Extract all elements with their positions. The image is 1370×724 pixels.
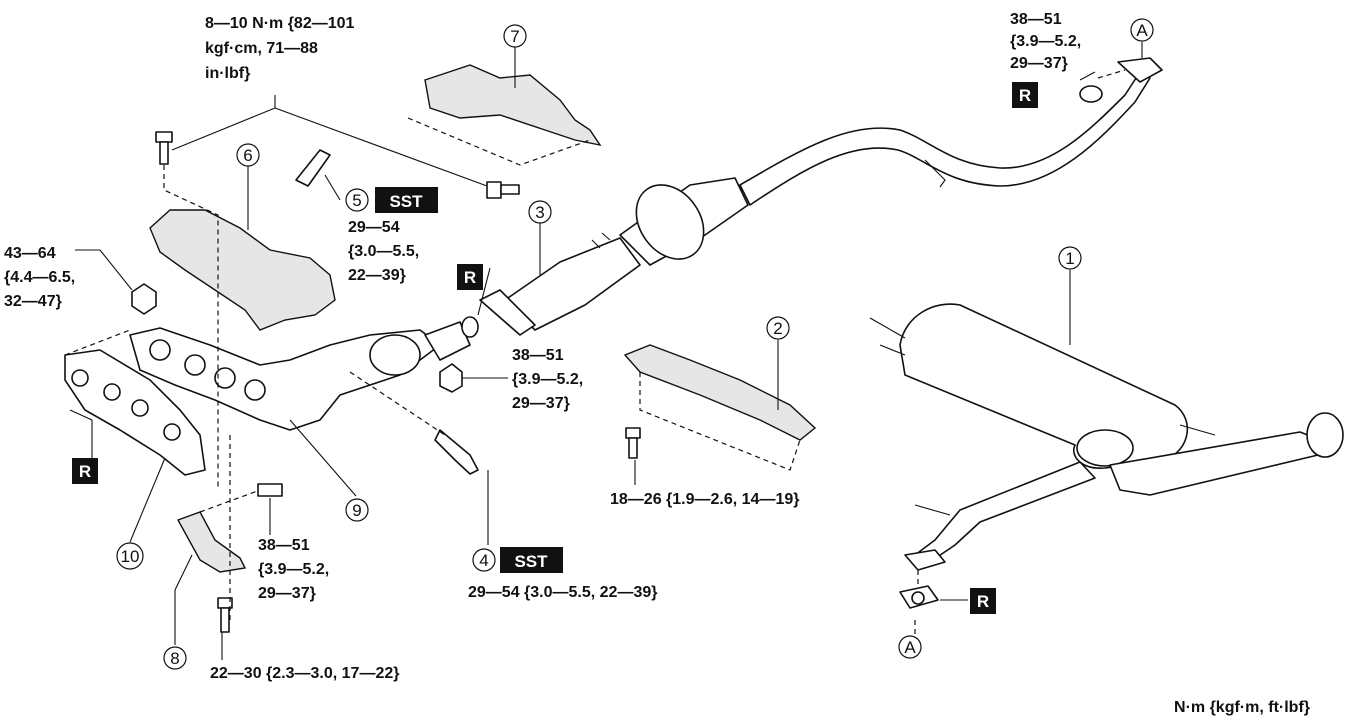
torque-line: {4.4—6.5, <box>4 269 75 286</box>
callout-number: 2 <box>773 319 782 338</box>
callout-4: 4 <box>472 548 496 572</box>
callout-a-bottom: A <box>898 635 922 659</box>
torque-line: 38—51 <box>512 347 564 364</box>
manifold-gasket <box>64 329 206 476</box>
leader-lines <box>69 28 1143 660</box>
callout-9: 9 <box>345 498 369 522</box>
callout-number: 8 <box>170 649 179 668</box>
callout-1: 1 <box>1058 246 1082 270</box>
torque-line: {3.9—5.2, <box>512 371 583 388</box>
replace-badge: R <box>970 588 996 614</box>
oxygen-sensor-icon <box>295 149 331 187</box>
torque-support-bolt-upper: 38—51 {3.9—5.2, 29—37} <box>258 537 329 602</box>
svg-text:R: R <box>977 592 989 611</box>
callout-number: 4 <box>479 551 488 570</box>
callout-number: 9 <box>352 501 361 520</box>
callout-a-top: A <box>1130 18 1154 42</box>
torque-front-flange-nut: 38—51 {3.9—5.2, 29—37} <box>512 347 583 412</box>
torque-line: {3.0—5.5, <box>348 243 419 260</box>
exhaust-manifold <box>129 321 471 431</box>
units-note: N·m {kgf·m, ft·lbf} <box>1174 699 1310 716</box>
callout-6: 6 <box>236 143 260 167</box>
bolt-icon <box>220 607 230 633</box>
bracket <box>623 344 817 471</box>
manifold-heat-insulator <box>149 209 336 331</box>
bolt-icon <box>155 131 173 143</box>
nut-icon <box>439 363 463 393</box>
torque-manifold-nut: 43—64 {4.4—6.5, 32—47} <box>4 245 75 310</box>
torque-line: 38—51 <box>1010 11 1062 28</box>
callout-number: 5 <box>352 191 361 210</box>
bolt-icon <box>500 184 520 195</box>
torque-line: 29—54 <box>348 219 400 236</box>
callout-3: 3 <box>528 200 552 224</box>
callout-10: 10 <box>116 542 144 570</box>
torque-support-bolt-lower: 22—30 {2.3—3.0, 17—22} <box>210 665 399 682</box>
replace-badge: R <box>1012 82 1038 108</box>
callout-number: 3 <box>535 203 544 222</box>
oxygen-sensor-icon <box>434 429 479 475</box>
torque-line: 43—64 <box>4 245 56 262</box>
svg-text:R: R <box>79 462 91 481</box>
torque-heat-insulator-bolts: 8—10 N·m {82—101 kgf·cm, 71—88 in·lbf} <box>205 15 355 82</box>
torque-line: 29—37} <box>512 395 570 412</box>
torque-line: {3.9—5.2, <box>258 561 329 578</box>
torque-sensor-4: 29—54 {3.0—5.5, 22—39} <box>468 584 657 601</box>
torque-line: 29—37} <box>1010 55 1068 72</box>
callout-number: 10 <box>121 547 140 566</box>
torque-sensor-5: 29—54 {3.0—5.5, 22—39} <box>348 219 419 284</box>
bolt-icon <box>159 141 169 165</box>
callout-7: 7 <box>503 24 527 48</box>
replace-badge: R <box>457 264 483 290</box>
torque-line: 38—51 <box>258 537 310 554</box>
replace-badge: R <box>72 458 98 484</box>
main-silencer <box>869 303 1344 609</box>
torque-line: {3.9—5.2, <box>1010 33 1081 50</box>
upper-heat-insulator <box>407 64 602 166</box>
torque-line: 32—47} <box>4 293 62 310</box>
sst-badge: SST <box>375 187 438 213</box>
callout-letter: A <box>1136 21 1148 40</box>
callout-letter: A <box>904 638 916 657</box>
torque-line: in·lbf} <box>205 65 250 82</box>
rear-flange <box>1079 57 1163 103</box>
callout-5: 5 <box>345 188 369 212</box>
callout-number: 6 <box>243 146 252 165</box>
sst-badge: SST <box>500 547 563 573</box>
torque-line: 29—37} <box>258 585 316 602</box>
callout-number: 7 <box>510 27 519 46</box>
torque-bracket-bolt: 18—26 {1.9—2.6, 14—19} <box>610 491 799 508</box>
fasteners <box>131 131 641 633</box>
bolt-icon <box>257 483 283 497</box>
nut-icon <box>131 283 157 315</box>
bolt-icon <box>486 181 502 199</box>
callout-number: 1 <box>1065 249 1074 268</box>
torque-line: kgf·cm, 71—88 <box>205 40 318 57</box>
callout-2: 2 <box>766 316 790 340</box>
svg-text:SST: SST <box>389 192 423 211</box>
bolt-icon <box>625 427 641 439</box>
gasket-icon <box>461 316 479 338</box>
front-pipe-with-converter <box>479 71 1151 336</box>
bolt-icon <box>628 437 638 459</box>
callout-8: 8 <box>163 646 187 670</box>
torque-line: 22—39} <box>348 267 406 284</box>
svg-text:R: R <box>1019 86 1031 105</box>
torque-line: 8—10 N·m {82—101 <box>205 15 355 32</box>
svg-text:SST: SST <box>514 552 548 571</box>
torque-rear-flange-nut: 38—51 {3.9—5.2, 29—37} <box>1010 11 1081 72</box>
svg-text:R: R <box>464 268 476 287</box>
